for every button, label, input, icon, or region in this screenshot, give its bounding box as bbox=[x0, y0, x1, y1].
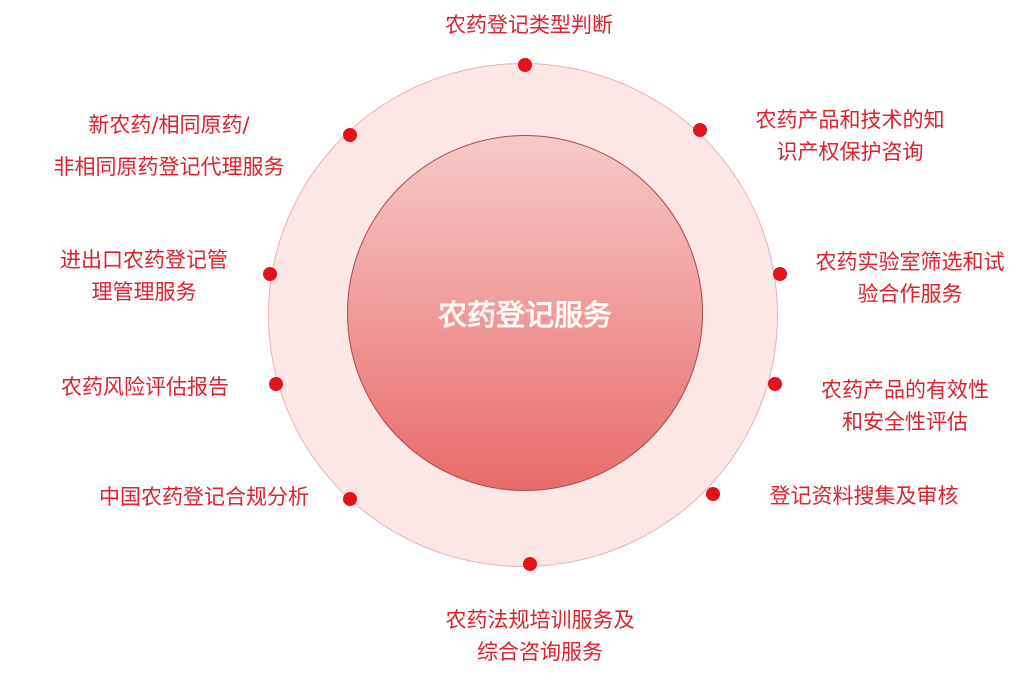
label-line: 理管理服务 bbox=[91, 280, 197, 304]
marker-dot bbox=[343, 492, 357, 506]
service-label: 农药法规培训服务及综合咨询服务 bbox=[446, 604, 635, 668]
label-line: 识产权保护咨询 bbox=[776, 140, 924, 164]
service-label: 登记资料搜集及审核 bbox=[770, 480, 959, 512]
label-line: 农药登记类型判断 bbox=[445, 13, 613, 37]
marker-dot bbox=[693, 123, 707, 137]
label-line: 农药风险评估报告 bbox=[61, 375, 229, 399]
label-line: 农药法规培训服务及 bbox=[445, 608, 635, 632]
service-label: 农药产品的有效性和安全性评估 bbox=[821, 374, 989, 438]
service-label: 农药风险评估报告 bbox=[61, 371, 229, 403]
label-line: 农药实验室筛选和试 bbox=[815, 250, 1005, 274]
label-line: 进出口农药登记管 bbox=[60, 248, 228, 272]
label-line: 新农药/相同原药/ bbox=[88, 113, 250, 137]
service-label: 农药登记类型判断 bbox=[445, 9, 613, 41]
label-line: 非相同原药登记代理服务 bbox=[53, 155, 285, 179]
marker-dot bbox=[343, 128, 357, 142]
service-label: 农药产品和技术的知识产权保护咨询 bbox=[756, 104, 945, 168]
label-line: 登记资料搜集及审核 bbox=[769, 484, 959, 508]
label-line: 和安全性评估 bbox=[842, 410, 968, 434]
marker-dot bbox=[768, 377, 782, 391]
service-label: 中国农药登记合规分析 bbox=[99, 481, 309, 513]
marker-dot bbox=[523, 557, 537, 571]
service-label: 新农药/相同原药/非相同原药登记代理服务 bbox=[54, 104, 285, 188]
marker-dot bbox=[269, 377, 283, 391]
center-circle: 农药登记服务 bbox=[347, 135, 703, 491]
label-line: 综合咨询服务 bbox=[477, 640, 603, 664]
marker-dot bbox=[518, 58, 532, 72]
marker-dot bbox=[773, 267, 787, 281]
marker-dot bbox=[706, 487, 720, 501]
service-label: 进出口农药登记管理管理服务 bbox=[60, 244, 228, 308]
label-line: 验合作服务 bbox=[857, 282, 963, 306]
label-line: 中国农药登记合规分析 bbox=[99, 485, 309, 509]
label-line: 农药产品和技术的知 bbox=[755, 108, 945, 132]
label-line: 农药产品的有效性 bbox=[821, 378, 989, 402]
service-label: 农药实验室筛选和试验合作服务 bbox=[816, 246, 1005, 310]
marker-dot bbox=[263, 267, 277, 281]
center-title: 农药登记服务 bbox=[437, 298, 612, 332]
